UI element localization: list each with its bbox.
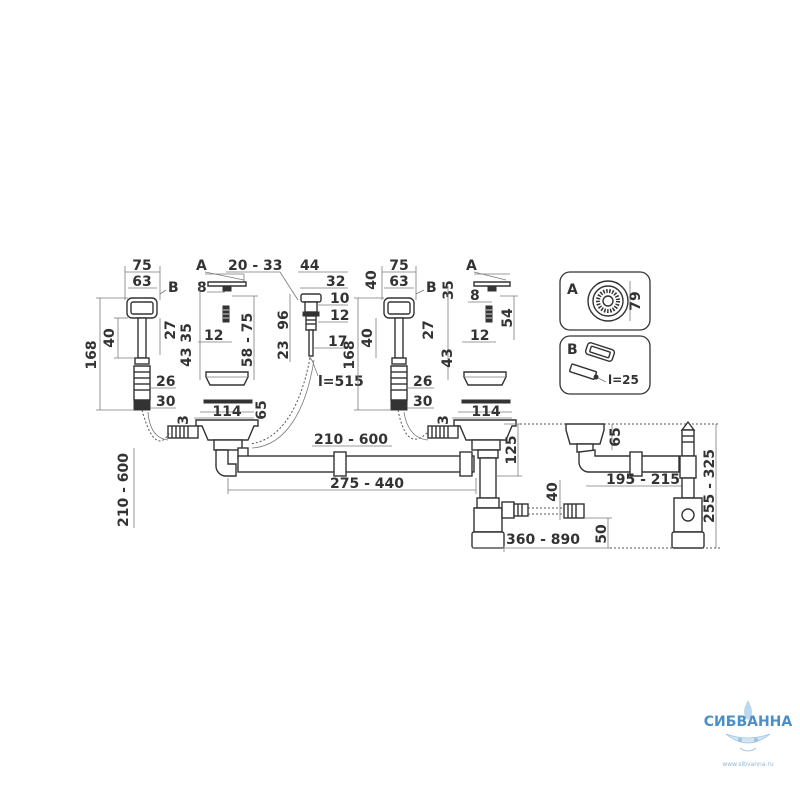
left-sink-outlet: 114 65 3 — [167, 400, 270, 477]
right-plug-assembly: A 8 12 54 43 — [440, 258, 518, 404]
dim-75-left: 75 — [132, 258, 151, 274]
dim-40-right-top: 40 — [364, 270, 380, 290]
dim-27-right: 27 — [421, 320, 437, 339]
left-plug-assembly: A 8 12 43 35 58 - 75 — [179, 258, 258, 404]
dim-195-215: 195 - 215 — [606, 472, 680, 488]
dim-54: 54 — [500, 308, 516, 328]
overflow-assembly: 20 - 33 44 32 10 12 96 23 17 l=515 — [226, 258, 364, 449]
detail-label-a: A — [567, 282, 578, 298]
dim-27-left: 27 — [163, 320, 179, 339]
detail-box-b: B l=25 — [559, 335, 651, 395]
dim-58-75-left: 58 - 75 — [240, 313, 256, 368]
dim-63-right: 63 — [389, 274, 408, 290]
dim-30-right: 30 — [413, 394, 433, 410]
dim-40-right: 40 — [360, 328, 376, 348]
dim-114-left: 114 — [212, 404, 241, 420]
dim-63-left: 63 — [132, 274, 151, 290]
right-sink-outlet-and-siphon: 114 3 210 - 600 125 — [312, 404, 610, 552]
dim-210-600-right: 210 - 600 — [314, 432, 388, 448]
dim-114-right: 114 — [471, 404, 500, 420]
dim-30-left: 30 — [156, 394, 176, 410]
dim-360-890: 360 - 890 — [506, 532, 580, 548]
label-a-right: A — [466, 258, 477, 274]
dim-65-left: 65 — [254, 400, 270, 419]
dim-32: 32 — [326, 274, 345, 290]
detail-label-b: B — [567, 342, 578, 358]
dim-79: 79 — [628, 291, 644, 310]
dim-43-35-left: 43 35 — [179, 323, 195, 367]
detail-box-a: A 79 — [559, 271, 651, 331]
dim-26-left: 26 — [156, 374, 175, 390]
dim-210-600-left: 210 - 600 — [116, 453, 132, 527]
dim-3-right: 3 — [436, 415, 452, 425]
dim-44: 44 — [300, 258, 320, 274]
dim-8-right: 8 — [470, 288, 480, 304]
main-horizontal-pipe: 275 - 440 — [227, 451, 477, 494]
dim-20-33: 20 - 33 — [228, 258, 283, 274]
dim-168-right: 168 — [342, 340, 358, 369]
label-b-right: B — [426, 280, 437, 296]
dim-43-right: 43 — [440, 348, 456, 367]
dim-12-left: 12 — [204, 328, 223, 344]
detail-screw-length: l=25 — [608, 373, 639, 387]
dim-17: 17 — [328, 334, 347, 350]
dim-3-left: 3 — [176, 415, 192, 425]
overflow-hose-length: l=515 — [318, 374, 364, 390]
dim-12-overflow: 12 — [330, 308, 349, 324]
dim-12-right: 12 — [470, 328, 489, 344]
label-b-left: B — [168, 280, 179, 296]
label-a-left: A — [196, 258, 207, 274]
single-bowl-siphon: 255 - 325 65 195 - 215 — [520, 420, 720, 549]
logo-url: www.sibvanna.ru — [722, 761, 774, 768]
dim-10: 10 — [330, 291, 350, 307]
dim-75-right: 75 — [389, 258, 408, 274]
dim-255-325: 255 - 325 — [702, 449, 718, 523]
dim-35-right: 35 — [441, 280, 457, 299]
dim-96: 96 — [276, 310, 292, 329]
logo-name: СИБВАННА — [704, 714, 793, 730]
appliance-connector: 40 50 — [545, 480, 612, 548]
watermark-logo: СИБВАННА www.sibvanna.ru — [704, 700, 793, 768]
dim-275-440: 275 - 440 — [330, 476, 404, 492]
dim-40-connector: 40 — [545, 482, 561, 502]
left-strainer-assembly: 75 63 B 168 40 27 26 30 — [84, 258, 179, 411]
dim-40-left: 40 — [102, 328, 118, 348]
dim-8-left: 8 — [197, 280, 207, 296]
dim-168-left: 168 — [84, 340, 100, 369]
dim-65-siphon: 65 — [608, 427, 624, 446]
right-strainer-assembly: 75 63 B 40 168 40 27 26 30 35 — [342, 258, 457, 411]
dim-125: 125 — [504, 435, 520, 464]
dim-50: 50 — [594, 524, 610, 544]
dim-26-right: 26 — [413, 374, 432, 390]
dim-23: 23 — [276, 340, 292, 359]
